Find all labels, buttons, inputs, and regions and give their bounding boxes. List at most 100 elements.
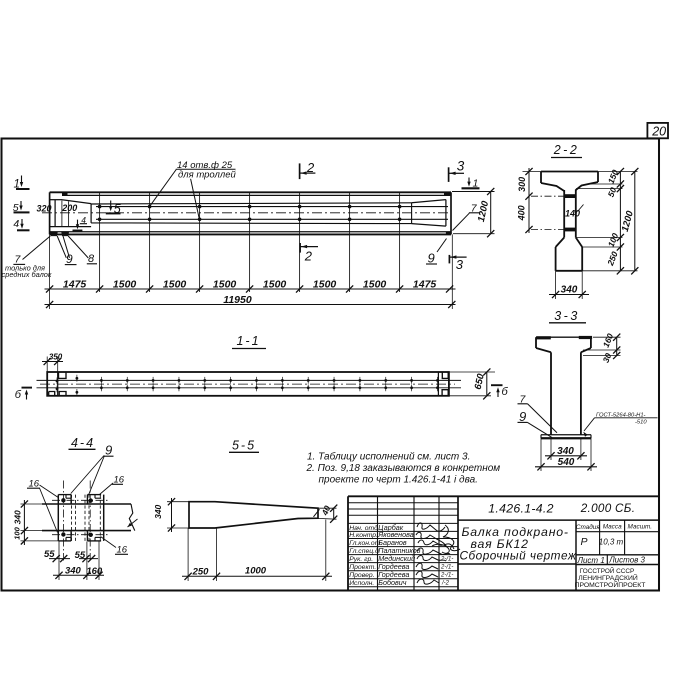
svg-text:320: 320: [37, 203, 52, 213]
svg-text:Гордеева: Гордеева: [378, 570, 409, 579]
svg-text:ПРОМСТРОЙПРОЕКТ: ПРОМСТРОЙПРОЕКТ: [575, 580, 646, 589]
svg-text:160: 160: [86, 566, 103, 577]
svg-text:4-4: 4-4: [71, 436, 95, 450]
svg-text:проекте по черт 1.426.1-41: проекте по черт 1.426.1-41 і два.: [319, 475, 478, 486]
svg-text:Исполн.: Исполн.: [349, 580, 374, 587]
svg-text:2: 2: [304, 248, 313, 263]
svg-text:ГОССТРОЙ СССР: ГОССТРОЙ СССР: [580, 566, 635, 575]
svg-text:Палатников: Палатников: [378, 546, 421, 555]
svg-text:14 отв.ф 25: 14 отв.ф 25: [177, 160, 233, 171]
svg-text:-510: -510: [635, 420, 647, 426]
svg-text:Царбак: Царбак: [378, 523, 403, 532]
svg-text:30: 30: [601, 351, 614, 364]
svg-text:340: 340: [561, 285, 578, 296]
svg-text:Бобович: Бобович: [378, 578, 406, 587]
svg-text:650: 650: [473, 372, 487, 390]
svg-text:16: 16: [114, 475, 125, 486]
svg-text:340: 340: [153, 504, 163, 518]
svg-text:7: 7: [520, 393, 527, 405]
svg-text:3: 3: [456, 257, 464, 272]
svg-text:Баранов: Баранов: [378, 538, 407, 547]
svg-text:9: 9: [428, 250, 435, 265]
svg-text:Балка подкрано-: Балка подкрано-: [462, 525, 569, 539]
svg-text:5-5: 5-5: [232, 439, 256, 453]
svg-text:540: 540: [558, 457, 575, 468]
svg-text:2-/1-: 2-/1-: [440, 565, 453, 571]
svg-text:4: 4: [81, 215, 86, 225]
svg-text:/-2: /-2: [441, 581, 450, 587]
svg-text:9: 9: [105, 443, 112, 458]
svg-text:Гл.спец.д: Гл.спец.д: [349, 547, 379, 555]
svg-text:для троллей: для троллей: [178, 170, 236, 181]
svg-text:400: 400: [517, 205, 527, 221]
svg-text:16: 16: [29, 479, 40, 490]
svg-text:б: б: [15, 389, 22, 401]
svg-text:1475: 1475: [413, 278, 437, 290]
svg-text:350: 350: [49, 352, 63, 361]
svg-text:2-/1-: 2-/1-: [440, 573, 453, 579]
svg-text:1500: 1500: [363, 278, 387, 290]
svg-text:1: 1: [14, 179, 20, 191]
svg-text:Гордеева: Гордеева: [378, 562, 409, 571]
svg-text:Лист 1: Лист 1: [577, 556, 605, 565]
svg-text:1500: 1500: [113, 278, 137, 290]
svg-text:вая БК12: вая БК12: [471, 537, 529, 551]
svg-text:5: 5: [13, 202, 19, 214]
svg-text:1500: 1500: [163, 278, 187, 290]
svg-text:Нач. отд: Нач. отд: [349, 524, 378, 532]
svg-text:340: 340: [557, 446, 574, 457]
svg-text:1200: 1200: [476, 199, 491, 223]
svg-text:Стадия: Стадия: [576, 523, 601, 531]
svg-text:Р: Р: [580, 536, 587, 548]
svg-text:9: 9: [519, 409, 526, 424]
svg-text:2.000 СБ.: 2.000 СБ.: [580, 502, 636, 515]
svg-text:16: 16: [117, 545, 128, 556]
svg-text:Мединский: Мединский: [378, 554, 415, 563]
svg-text:9: 9: [66, 252, 73, 266]
svg-text:3: 3: [457, 158, 465, 173]
svg-text:1200: 1200: [620, 209, 636, 233]
svg-text:55: 55: [75, 550, 86, 561]
svg-text:50: 50: [606, 186, 619, 199]
svg-text:8: 8: [88, 253, 95, 265]
svg-text:20: 20: [651, 125, 666, 139]
svg-text:1500: 1500: [313, 278, 337, 290]
svg-text:Сборочный чертеж: Сборочный чертеж: [460, 549, 577, 563]
svg-text:Гл.кон.от: Гл.кон.от: [349, 540, 381, 547]
svg-text:150: 150: [606, 168, 621, 185]
svg-text:1000: 1000: [245, 566, 267, 577]
svg-text:10,3 т: 10,3 т: [599, 538, 624, 547]
svg-text:Н.контр.: Н.контр.: [349, 532, 378, 539]
svg-text:4: 4: [13, 218, 19, 230]
svg-text:340: 340: [12, 510, 22, 524]
svg-text:140: 140: [565, 209, 580, 219]
svg-text:1. Таблицу исполнений см. ли: 1. Таблицу исполнений см. лист 3.: [307, 451, 470, 463]
svg-text:40: 40: [319, 504, 332, 518]
svg-text:Рук. гр.: Рук. гр.: [349, 556, 373, 563]
svg-text:1500: 1500: [213, 278, 237, 290]
svg-text:б: б: [502, 386, 509, 398]
svg-text:Масшт.: Масшт.: [628, 523, 652, 530]
svg-text:7: 7: [471, 202, 478, 214]
svg-text:ЛЕНИНГРАДСКИЙ: ЛЕНИНГРАДСКИЙ: [578, 573, 638, 582]
svg-text:7: 7: [15, 253, 22, 265]
svg-text:11950: 11950: [223, 294, 252, 306]
svg-text:340: 340: [65, 565, 82, 576]
svg-text:Проект.: Проект.: [349, 564, 376, 571]
svg-text:2. Поз. 9,18 заказываются в ко: 2. Поз. 9,18 заказываются в конкретном: [306, 463, 501, 474]
svg-text:1475: 1475: [63, 278, 87, 290]
svg-text:1.426.1-4.2: 1.426.1-4.2: [488, 502, 554, 516]
svg-text:55: 55: [44, 549, 55, 560]
svg-text:300: 300: [517, 177, 527, 192]
svg-text:3-3: 3-3: [554, 309, 580, 323]
svg-text:1-1: 1-1: [236, 334, 260, 348]
svg-text:2-/1-: 2-/1-: [440, 557, 453, 563]
svg-text:ГОСТ-5264-80-Н1-: ГОСТ-5264-80-Н1-: [596, 412, 646, 418]
svg-text:1: 1: [473, 178, 479, 190]
svg-text:2: 2: [306, 160, 315, 175]
svg-text:Листов 3: Листов 3: [608, 556, 645, 565]
svg-text:средних балок: средних балок: [2, 270, 52, 279]
svg-text:200: 200: [61, 203, 77, 213]
svg-text:5: 5: [114, 202, 121, 216]
svg-text:250: 250: [192, 567, 210, 578]
